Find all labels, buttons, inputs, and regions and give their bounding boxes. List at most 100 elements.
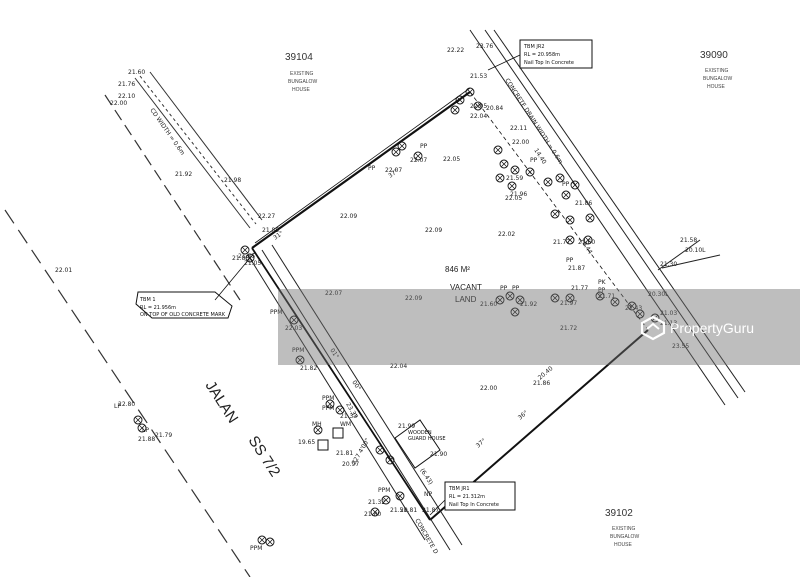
spot-level: 21.92: [520, 301, 537, 308]
spot-level: 22.09: [425, 227, 442, 234]
tree-symbol: [550, 293, 560, 303]
spot-level: 21.43: [625, 305, 642, 312]
tbm-jr2-title: TBM JR2: [523, 44, 545, 50]
site-status-1: VACANT: [450, 283, 482, 292]
spot-level: 23.55: [672, 343, 689, 350]
spot-level: 21.60: [480, 301, 497, 308]
lot-39102-number: 39102: [605, 508, 633, 519]
utility-label: PP: [562, 181, 570, 188]
bearing-label: 00°: [350, 379, 362, 392]
tree-symbol: [585, 213, 595, 223]
guard-house: WOODEN GUARD HOUSE: [394, 419, 446, 469]
utility-label: LP: [142, 427, 149, 434]
spot-level: 22.27: [258, 213, 275, 220]
spot-level: 21.05: [244, 260, 261, 267]
tree-symbol: [505, 291, 515, 301]
spot-level: 21.79: [155, 432, 172, 439]
tbm-jr1-box: TBM JR1 RL = 21.312m Nail Top In Concret…: [429, 481, 516, 516]
spot-level: 22.11: [510, 125, 527, 132]
tbm-1-rl: RL = 21.956m: [140, 305, 176, 311]
spot-level: 21.53: [470, 73, 487, 80]
spot-level: 22.10: [118, 93, 135, 100]
tree-symbol: [325, 399, 335, 409]
spot-level: 22.04: [470, 113, 487, 120]
spot-level: 21.72: [560, 325, 577, 332]
utility-label: PPM: [250, 545, 262, 552]
spot-level: 20.97: [342, 461, 359, 468]
bearing-label: 327 4'00": [351, 437, 372, 466]
tree-symbol: [137, 423, 147, 433]
road-name-1: JALAN: [202, 378, 242, 426]
bottom-drain-label: CONCRETE D: [413, 518, 439, 556]
spot-level: 21.87: [568, 265, 585, 272]
bottom-drain: [247, 244, 463, 551]
tree-symbol: [493, 145, 503, 155]
tree-symbol: [465, 87, 475, 97]
spot-level: 21.96: [510, 191, 527, 198]
tree-symbol: [627, 301, 637, 311]
spot-level: 21.86: [533, 380, 550, 387]
spot-level: 21.60: [128, 69, 145, 76]
spot-level: 22.05: [470, 103, 487, 110]
watermark-band: [278, 289, 800, 365]
spot-level: 22.04: [390, 363, 407, 370]
spot-level: 22.09: [340, 213, 357, 220]
utility-label: NP: [424, 491, 432, 498]
tree-symbol: [455, 95, 465, 105]
bearing-label: 31°: [272, 230, 285, 242]
utility-label: PPM: [292, 347, 304, 354]
spot-level: 21.51: [390, 507, 407, 514]
spot-level: 21.60: [578, 239, 595, 246]
tbm-jr1-title: TBM JR1: [448, 486, 470, 492]
tree-symbol: [550, 209, 560, 219]
propertyguru-icon: [640, 315, 666, 341]
tree-symbol: [240, 245, 250, 255]
tree-symbol: [499, 159, 509, 169]
spot-level: 21.87: [422, 507, 439, 514]
tree-symbol: [450, 105, 460, 115]
spot-level: 21.82: [300, 365, 317, 372]
bearing-label: 37°: [387, 168, 400, 180]
tbm-1-title: TBM 1: [139, 297, 156, 303]
utility-label: PP: [566, 257, 574, 264]
site-boundary: [251, 87, 649, 521]
tree-symbol: [133, 415, 143, 425]
tree-symbol: [515, 295, 525, 305]
lot-39104-desc3: HOUSE: [292, 87, 310, 93]
lot-39102-desc2: BUNGALOW: [610, 534, 639, 540]
tree-symbol: [570, 180, 580, 190]
tree-symbol: [295, 355, 305, 365]
tree-symbol: [375, 445, 385, 455]
tree-symbol: [495, 295, 505, 305]
spot-level: 21.90: [430, 451, 447, 458]
road-reserve-lines: [4, 94, 251, 577]
utility-label: PP: [598, 287, 606, 294]
spot-level: 21.59: [506, 175, 523, 182]
utility-label: PPM: [378, 487, 390, 494]
utility-label: PPM: [270, 309, 282, 316]
utility-label: PPM: [322, 405, 334, 412]
tree-symbol: [413, 151, 423, 161]
lot-39102-desc1: EXISTING: [612, 526, 635, 532]
spot-level: 20.81: [400, 507, 417, 514]
watermark-text: PropertyGuru: [670, 320, 755, 336]
tree-symbol: [289, 315, 299, 325]
spot-level: 22.07: [325, 290, 342, 297]
spot-level: 22.07: [385, 167, 402, 174]
tbm-jr2-box: TBM JR2 RL = 20.958m Nail Top In Concret…: [487, 39, 593, 71]
lot-39090-desc1: EXISTING: [705, 68, 728, 74]
bearing-label: (6.43): [418, 467, 434, 486]
site-area: 846 M²: [445, 265, 470, 274]
tree-symbol: [257, 535, 267, 545]
tree-symbol: [495, 173, 505, 183]
tree-symbol: [510, 307, 520, 317]
guard-house-line1: WOODEN: [408, 430, 432, 436]
small-box-1: [317, 439, 329, 451]
utility-label: WM: [340, 421, 351, 428]
spot-level: 22.03: [285, 325, 302, 332]
spot-level: 21.99: [398, 423, 415, 430]
tree-symbol: [565, 293, 575, 303]
spot-level: 21.97: [560, 300, 577, 307]
